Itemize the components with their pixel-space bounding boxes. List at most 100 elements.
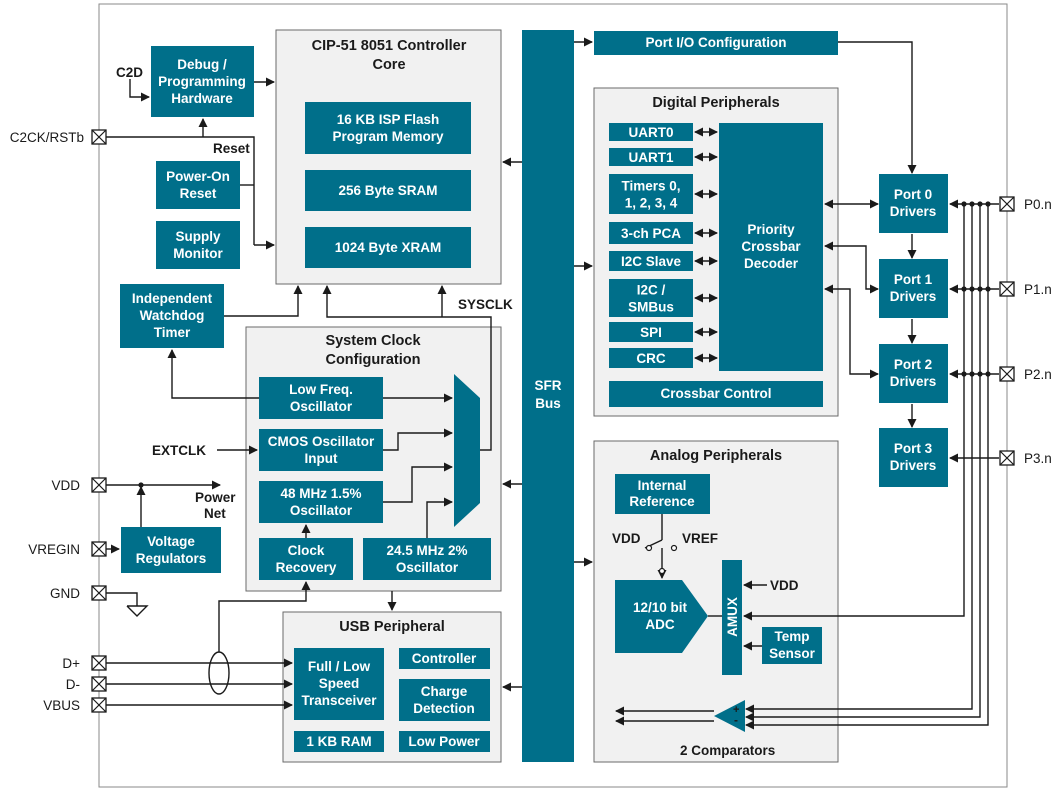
pin-label-dplus: D+ <box>62 656 80 671</box>
vdd-mux-label: VDD <box>770 578 799 593</box>
sram-label: 256 Byte SRAM <box>338 183 437 198</box>
pin-p3 <box>999 450 1015 466</box>
por-block <box>156 161 240 209</box>
debug-block <box>151 46 254 117</box>
port-io-label: Port I/O Configuration <box>646 35 787 50</box>
sfr-label-2: Bus <box>535 396 561 411</box>
lowpower-label: Low Power <box>408 734 480 749</box>
analog-title: Analog Peripherals <box>650 448 782 464</box>
osc24-label-2: Oscillator <box>396 560 459 575</box>
port-1-drivers-label: Port 1 <box>894 272 933 287</box>
digital-item-3-ch-pca-label: 3-ch PCA <box>621 226 681 241</box>
lowpower-block <box>399 731 490 752</box>
pin-gnd <box>91 585 107 601</box>
junction-dots <box>138 201 991 488</box>
reference-block <box>615 474 710 514</box>
cmos-label: CMOS Oscillator <box>268 434 375 449</box>
port-3-drivers-label: Drivers <box>890 458 937 473</box>
recovery-label: Clock <box>288 543 325 558</box>
port-2-drivers <box>879 344 948 403</box>
pin-label-p1: P1.n <box>1024 282 1052 297</box>
clock-mux <box>454 374 480 527</box>
reset-label: Reset <box>213 141 250 156</box>
supply-label: Supply <box>175 229 220 244</box>
lfo-block <box>259 377 383 419</box>
charge-label: Charge <box>421 684 468 699</box>
supply-block <box>156 221 240 269</box>
port-2-drivers-label: Port 2 <box>894 357 932 372</box>
regulators-label-2: Regulators <box>136 551 207 566</box>
port-io-block <box>594 31 838 55</box>
power-net-label: Power <box>195 490 236 505</box>
watchdog-label: Independent <box>132 291 213 306</box>
osc24-block <box>363 538 491 580</box>
port-0-drivers <box>879 174 948 233</box>
port-0-drivers-label: Port 0 <box>894 187 932 202</box>
debug-label-2: Programming <box>158 74 246 89</box>
digital-item-i2c-smbus <box>609 279 693 317</box>
comparator-block <box>714 700 745 732</box>
digital-item-crc-label: CRC <box>636 351 665 366</box>
regulators-label: Voltage <box>147 534 195 549</box>
clock-title-2: Configuration <box>325 352 420 368</box>
pin-vregin <box>91 541 107 557</box>
reference-label-2: Reference <box>629 494 695 509</box>
pin-label-vdd: VDD <box>51 478 80 493</box>
debug-label-3: Hardware <box>171 91 233 106</box>
amux-label: AMUX <box>725 597 740 637</box>
pin-p2 <box>999 366 1015 382</box>
amux-block <box>722 560 742 675</box>
pin-p0 <box>999 196 1015 212</box>
digital-item-i2c-smbus-label: SMBus <box>628 300 674 315</box>
port-3-drivers-label: Port 3 <box>894 441 933 456</box>
pin-label-gnd: GND <box>50 586 80 601</box>
crossbar-label-3: Decoder <box>744 256 799 271</box>
controller-label: Controller <box>412 651 477 666</box>
sysclk-label: SYSCLK <box>458 297 513 312</box>
pin-vbus <box>91 697 107 713</box>
digital-item-timers-0-1-2-3-4-label: 1, 2, 3, 4 <box>625 196 678 211</box>
supply-label-2: Monitor <box>173 246 223 261</box>
digital-item-i2c-slave <box>609 251 693 271</box>
osc24-label: 24.5 MHz 2% <box>386 543 467 558</box>
pin-label-c2ck: C2CK/RSTb <box>10 130 84 145</box>
lfo-label-2: Oscillator <box>290 399 353 414</box>
digital-item-spi-label: SPI <box>640 325 662 340</box>
temp-label-2: Sensor <box>769 646 816 661</box>
por-label-2: Reset <box>180 186 217 201</box>
sram-block <box>305 170 471 211</box>
digital-item-i2c-slave-label: I2C Slave <box>621 254 682 269</box>
pin-label-p2: P2.n <box>1024 367 1052 382</box>
cmos-block <box>259 429 383 471</box>
transceiver-label-2: Speed <box>319 676 360 691</box>
pin-p1 <box>999 281 1015 297</box>
watchdog-block <box>120 284 224 348</box>
watchdog-label-3: Timer <box>154 325 191 340</box>
vdd-switch-label: VDD <box>612 531 641 546</box>
flash-label-2: Program Memory <box>332 129 444 144</box>
digital-item-uart1 <box>609 148 693 166</box>
c2d-label: C2D <box>116 65 143 80</box>
cmos-label-2: Input <box>305 451 338 466</box>
pin-vdd <box>91 477 107 493</box>
digital-title: Digital Peripherals <box>652 95 779 111</box>
sfr-label: SFR <box>535 378 562 393</box>
pin-label-vregin: VREGIN <box>28 542 80 557</box>
adc-label-2: ADC <box>645 617 674 632</box>
extclk-label: EXTCLK <box>152 443 206 458</box>
reference-label: Internal <box>638 478 687 493</box>
clock-title: System Clock <box>325 333 421 349</box>
adc-block <box>615 580 708 653</box>
lfo-label: Low Freq. <box>289 382 353 397</box>
digital-item-uart1-label: UART1 <box>628 150 673 165</box>
digital-item-spi <box>609 322 693 342</box>
transceiver-label-3: Transceiver <box>301 693 377 708</box>
pin-label-vbus: VBUS <box>43 698 80 713</box>
charge-label-2: Detection <box>413 701 475 716</box>
core-title-2: Core <box>372 57 405 73</box>
ram-block <box>294 731 384 752</box>
comparators-label: 2 Comparators <box>680 743 775 758</box>
connections <box>106 37 999 730</box>
digital-item-i2c-smbus-label: I2C / <box>637 283 666 298</box>
